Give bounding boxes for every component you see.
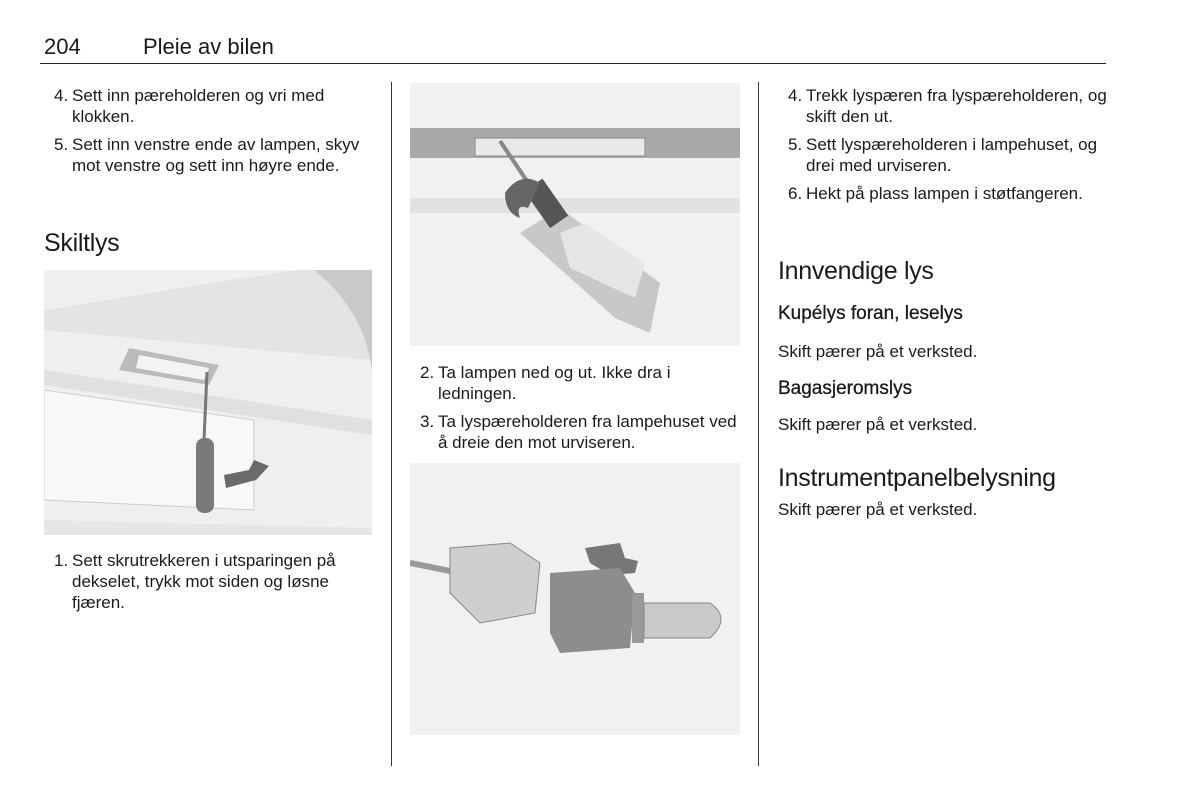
step-item: 5.Sett inn venstre ende av lampen, skyv … (44, 134, 376, 176)
step-number: 2. (420, 363, 435, 382)
column-3: 4.Trekk lyspæren fra lyspæreholderen, og… (778, 85, 1108, 211)
step-item: 6.Hekt på plass lampen i støtfangeren. (778, 183, 1108, 204)
body-text: Skift pærer på et verksted. (778, 415, 978, 434)
step-number: 6. (788, 184, 803, 203)
step-number: 4. (788, 86, 803, 105)
column-divider (758, 82, 759, 766)
step-number: 5. (54, 135, 69, 154)
step-text: Sett inn venstre ende av lampen, skyv mo… (72, 135, 360, 175)
page-title: Pleie av bilen (143, 34, 274, 59)
step-number: 5. (788, 135, 803, 154)
body-text: Skift pærer på et verksted. (778, 342, 978, 361)
step-item: 3.Ta lyspæreholderen fra lampehuset ved … (410, 411, 745, 453)
column-1-lower: 1.Sett skrutrekkeren i utsparingen på de… (44, 550, 376, 620)
step-text: Ta lampen ned og ut. Ikke dra i ledninge… (438, 363, 671, 403)
bulb-removal-illustration (409, 463, 740, 735)
lamp-removal-illustration (410, 83, 740, 346)
step-text: Sett skrutrekkeren i utsparingen på deks… (72, 551, 336, 612)
step-item: 1.Sett skrutrekkeren i utsparingen på de… (44, 550, 376, 613)
step-item: 4.Sett inn pæreholderen og vri med klokk… (44, 85, 376, 127)
section-heading: Instrumentpanelbelysning (778, 464, 1056, 492)
column-2: 2.Ta lampen ned og ut. Ikke dra i lednin… (410, 362, 745, 460)
subsection-heading: Kupélys foran, leselys (778, 303, 963, 324)
step-item: 2.Ta lampen ned og ut. Ikke dra i lednin… (410, 362, 745, 404)
step-number: 4. (54, 86, 69, 105)
step-text: Hekt på plass lampen i støtfangeren. (806, 184, 1083, 203)
subsection-heading: Bagasjeromslys (778, 378, 913, 399)
section-heading: Skiltlys (44, 229, 120, 257)
step-text: Ta lyspæreholderen fra lampehuset ved å … (438, 412, 737, 452)
step-text: Sett lyspæreholderen i lampehuset, og dr… (806, 135, 1098, 175)
step-number: 3. (420, 412, 435, 431)
header-rule (40, 63, 1106, 64)
screwdriver-illustration (43, 270, 372, 535)
step-text: Trekk lyspæren fra lyspæreholderen, og s… (806, 86, 1107, 126)
step-item: 4.Trekk lyspæren fra lyspæreholderen, og… (778, 85, 1108, 127)
body-text: Skift pærer på et verksted. (778, 500, 978, 519)
column-divider (391, 82, 392, 766)
column-1: 4.Sett inn pæreholderen og vri med klokk… (44, 85, 376, 183)
step-number: 1. (54, 551, 69, 570)
step-item: 5.Sett lyspæreholderen i lampehuset, og … (778, 134, 1108, 176)
step-text: Sett inn pæreholderen og vri med klokken… (72, 86, 325, 126)
section-heading: Innvendige lys (778, 257, 934, 285)
page-number: 204 (44, 34, 81, 59)
